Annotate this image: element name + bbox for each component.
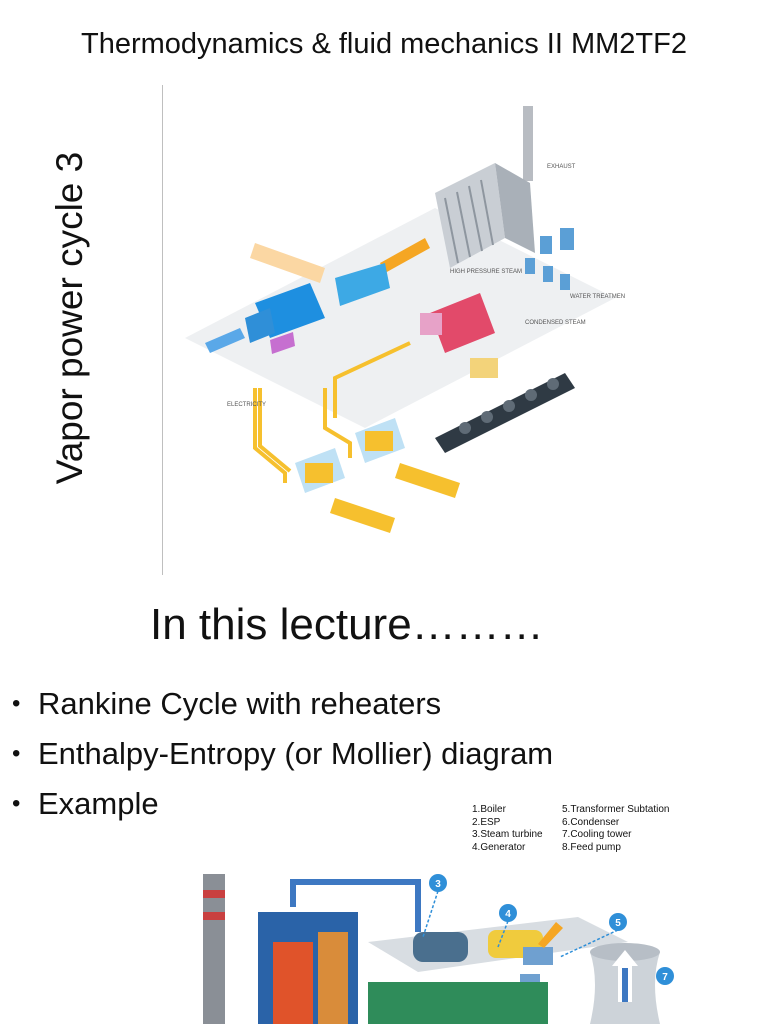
condenser bbox=[470, 358, 498, 378]
bullet-dot: • bbox=[12, 740, 21, 767]
legend-item: 2.ESP bbox=[472, 816, 501, 828]
marker-3-label: 3 bbox=[435, 879, 441, 890]
hrsg-block bbox=[435, 163, 505, 268]
marker-4-label: 4 bbox=[505, 909, 511, 920]
label-high-pressure-steam: HIGH PRESSURE STEAM bbox=[450, 269, 522, 275]
legend-item: 4.Generator bbox=[472, 841, 526, 853]
divider-line bbox=[162, 85, 163, 575]
component-markers bbox=[422, 874, 674, 985]
legend-column-2: 5.Transformer Subtation 6.Condenser 7.Co… bbox=[562, 804, 669, 854]
legend-item: 1.Boiler bbox=[472, 804, 506, 815]
gas-turbine bbox=[335, 263, 390, 306]
legend-item: 6.Condenser bbox=[562, 816, 620, 828]
electricity-arrow-a bbox=[330, 498, 395, 533]
label-electricity-a: ELECTRICITY bbox=[227, 402, 266, 408]
bullet-dot: • bbox=[12, 790, 21, 817]
label-condensed-steam: CONDENSED STEAM bbox=[525, 320, 586, 326]
bullet-item: •Rankine Cycle with reheaters bbox=[12, 686, 442, 721]
electricity-arrow-b bbox=[395, 463, 460, 498]
label-exhaust: EXHAUST bbox=[547, 164, 576, 170]
plant-floor bbox=[185, 208, 615, 428]
power-plant-illustration: EXHAUST HIGH PRESSURE STEAM WATER TREATM… bbox=[185, 106, 625, 533]
legend-item: 8.Feed pump bbox=[562, 841, 621, 853]
side-title: Vapor power cycle 3 bbox=[49, 151, 90, 485]
legend-item: 5.Transformer Subtation bbox=[562, 804, 670, 815]
steam-turbine bbox=[413, 932, 468, 962]
transformer bbox=[523, 947, 553, 965]
plant-cutaway-illustration: 3 4 5 7 bbox=[203, 874, 674, 1024]
bullet-dot: • bbox=[12, 690, 21, 717]
legend-column-1: 1.Boiler 2.ESP 3.Steam turbine 4.Generat… bbox=[472, 804, 543, 854]
cooling-manifold bbox=[435, 373, 575, 453]
marker-7-label: 7 bbox=[662, 972, 668, 983]
lecture-heading: In this lecture……… bbox=[150, 600, 544, 649]
generator-right bbox=[430, 293, 495, 353]
water-treatment-tanks bbox=[525, 228, 574, 290]
bullet-item: •Enthalpy-Entropy (or Mollier) diagram bbox=[12, 736, 554, 771]
page-title: Thermodynamics & fluid mechanics II MM2T… bbox=[81, 28, 687, 60]
chimney bbox=[203, 874, 225, 1024]
marker-5 bbox=[609, 913, 627, 931]
marker-7 bbox=[656, 967, 674, 985]
legend-item: 3.Steam turbine bbox=[472, 829, 543, 840]
air-arrow bbox=[205, 328, 245, 353]
label-water-treatment: WATER TREATMENT SYSTEM bbox=[570, 294, 625, 300]
legend-item: 7.Cooling tower bbox=[562, 829, 632, 840]
hot-exhaust-arrow bbox=[380, 238, 430, 273]
marker-5-label: 5 bbox=[615, 918, 621, 929]
bullet-item: •Example bbox=[12, 786, 159, 821]
marker-3 bbox=[429, 874, 447, 892]
exhaust-stack bbox=[523, 106, 533, 181]
natural-gas-arrow bbox=[250, 243, 325, 283]
marker-4 bbox=[499, 904, 517, 922]
